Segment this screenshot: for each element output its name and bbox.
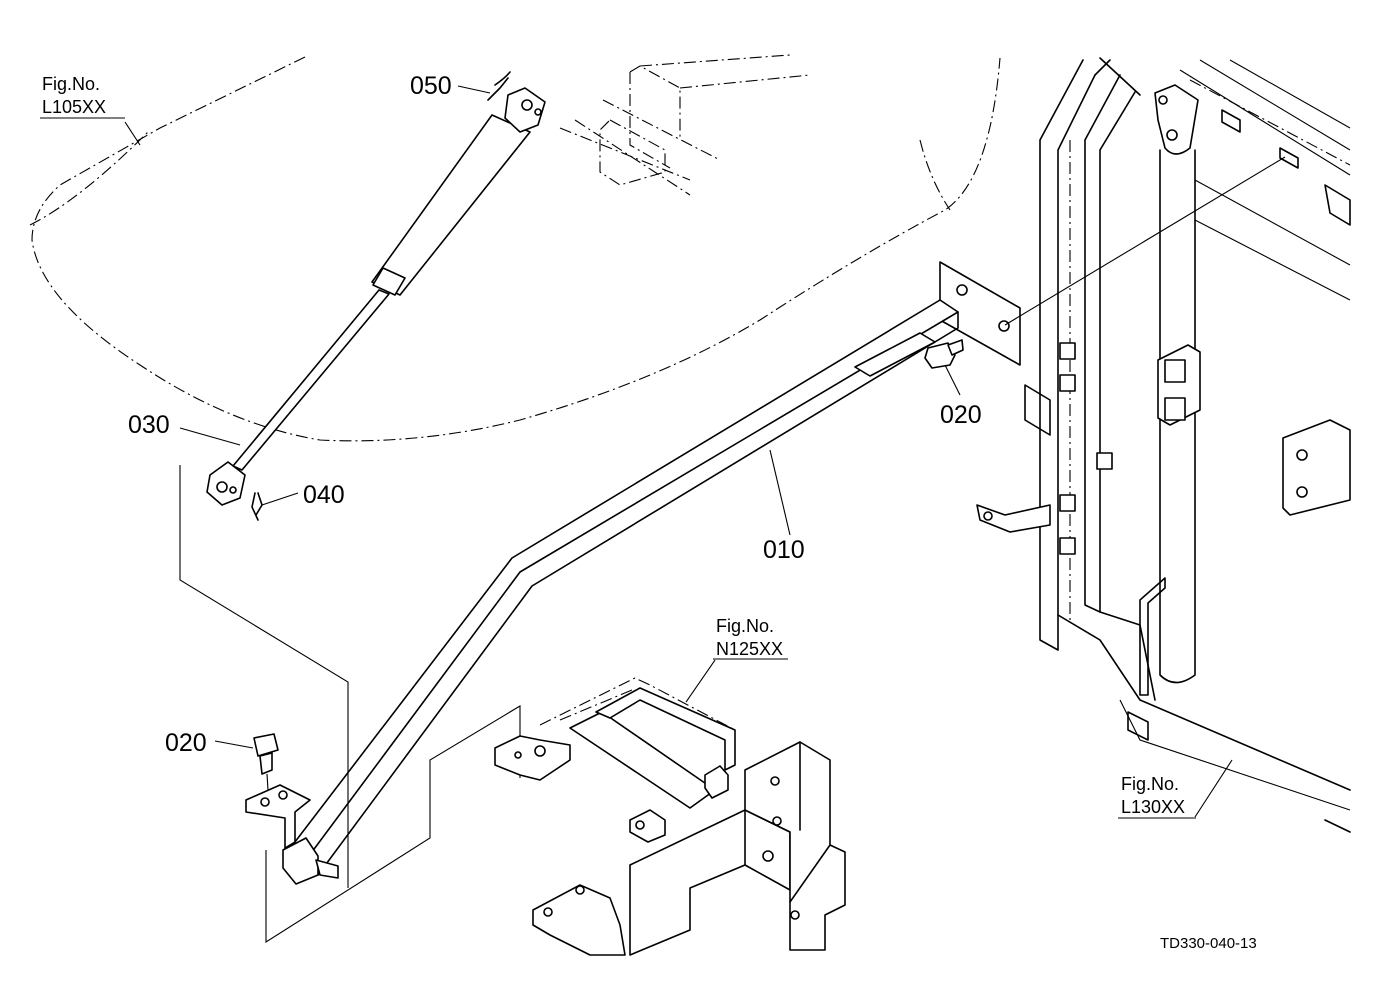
drawing-code: TD330-040-13 (1160, 935, 1257, 952)
fig-ref-l130xx: Fig.No. L130XX (1118, 774, 1196, 819)
fig-ref-l105xx: Fig.No. L105XX (40, 74, 125, 119)
bolt-020-right (924, 339, 964, 369)
fig-ref-label: Fig.No. (716, 616, 774, 636)
callout-010: 010 (763, 536, 805, 564)
upper-bracket-phantom (559, 54, 811, 196)
hood-phantom-outline (29, 56, 1001, 442)
lower-left-bracket (245, 784, 311, 849)
leader-lines (124, 85, 1233, 818)
callout-050: 050 (410, 72, 452, 100)
cab-frame (976, 57, 1351, 833)
fig-ref-code: N125XX (716, 639, 783, 659)
fig-ref-n125xx: Fig.No. N125XX (713, 616, 788, 660)
pin-040 (251, 492, 263, 521)
stay-rod-010 (282, 156, 1286, 885)
callout-020-right: 020 (940, 401, 982, 429)
lower-frame (494, 677, 846, 956)
callout-020-left: 020 (165, 729, 207, 757)
pin-050 (487, 71, 511, 101)
callout-040: 040 (303, 481, 345, 509)
fig-ref-code: L130XX (1121, 797, 1185, 817)
fig-ref-code: L105XX (42, 97, 106, 117)
cut-lines (179, 465, 521, 944)
bolt-020-left (253, 733, 279, 791)
fig-ref-label: Fig.No. (1121, 774, 1179, 794)
fig-ref-label: Fig.No. (42, 74, 100, 94)
callout-030: 030 (128, 411, 170, 439)
gas-spring-030 (206, 87, 546, 506)
